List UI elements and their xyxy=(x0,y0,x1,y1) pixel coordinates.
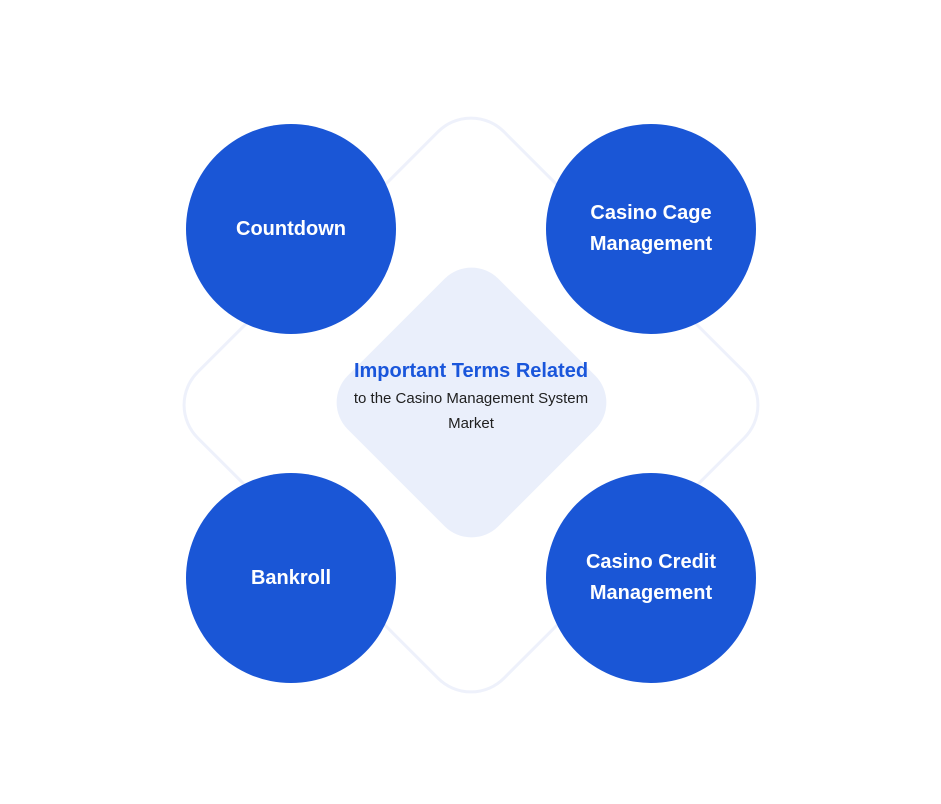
center-title: Important Terms Related xyxy=(353,360,589,382)
term-circle-casino-cage-management: Casino Cage Management xyxy=(546,124,756,334)
term-circle-bankroll: Bankroll xyxy=(186,473,396,683)
term-circle-countdown: Countdown xyxy=(186,124,396,334)
center-subtitle: to the Casino Management System Market xyxy=(353,390,589,432)
term-circle-casino-credit-management: Casino Credit Management xyxy=(546,473,756,683)
center-text-block: Important Terms Related to the Casino Ma… xyxy=(340,358,602,436)
term-label: Casino Cage Management xyxy=(589,202,713,255)
term-label: Countdown xyxy=(236,217,346,240)
term-label: Bankroll xyxy=(250,566,332,589)
term-label: Casino Credit Management xyxy=(585,551,717,604)
